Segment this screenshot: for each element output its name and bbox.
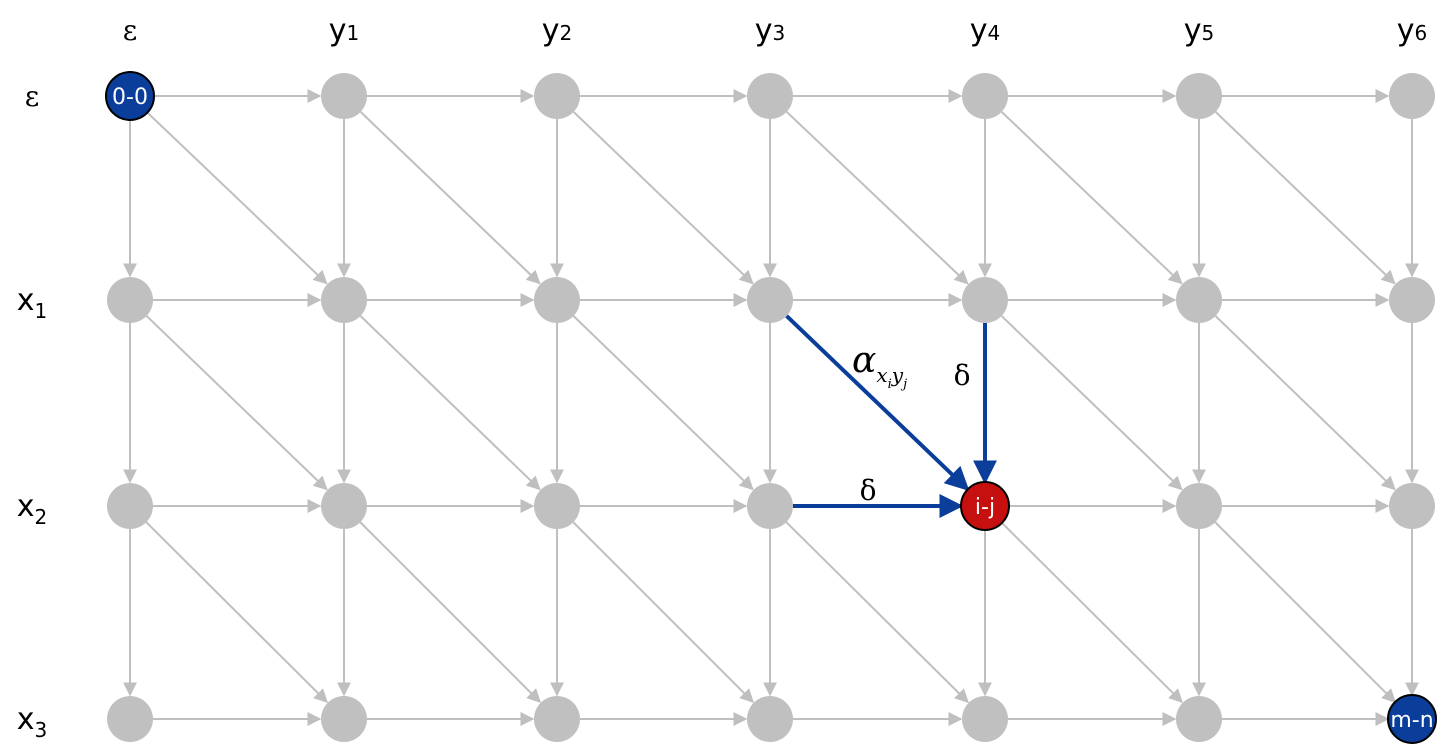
edge-arrow [1000, 111, 1183, 285]
grid-node [321, 277, 367, 323]
edge-arrow [785, 314, 970, 492]
grid-nodes: 0-0 i-j m-n [105, 71, 1437, 744]
grid-node [747, 277, 793, 323]
edge-arrow [572, 111, 754, 285]
grid-node [962, 73, 1008, 119]
edge-arrow [145, 315, 328, 491]
grid-edges [123, 89, 1419, 726]
grid-node [747, 73, 793, 119]
edge-arrow [359, 111, 541, 285]
column-labels: ε y1 y2 y3 y4 y5 y6 [123, 13, 1428, 48]
grid-node [1176, 73, 1222, 119]
column-label: y2 [542, 13, 573, 48]
column-label: y6 [1397, 13, 1428, 48]
edge-arrow [1214, 521, 1397, 704]
row-label: ε [25, 80, 40, 113]
edge-arrow [359, 521, 542, 704]
grid-node [1389, 73, 1435, 119]
edge-arrow [1214, 315, 1396, 491]
grid-node [747, 696, 793, 742]
grid-node [962, 696, 1008, 742]
highlighted-edges [785, 314, 997, 518]
grid-node [962, 277, 1008, 323]
edge-arrow [1000, 315, 1183, 491]
edge-weight-label: δ [954, 359, 971, 392]
grid-node [321, 73, 367, 119]
edge-arrow [359, 315, 541, 491]
grid-node [1176, 483, 1222, 529]
grid-node [1389, 483, 1435, 529]
grid-node [534, 277, 580, 323]
edge-arrow [145, 111, 328, 285]
special-node [960, 481, 1010, 531]
edge-arrow [785, 521, 969, 704]
column-label: y3 [755, 13, 786, 48]
node-label: i-j [975, 495, 995, 520]
column-label: y1 [329, 13, 360, 48]
grid-node [1176, 696, 1222, 742]
row-label: x3 [17, 702, 48, 742]
special-node [1387, 694, 1437, 744]
column-label: y5 [1184, 13, 1215, 48]
edge-arrow [572, 315, 754, 491]
grid-node [107, 483, 153, 529]
grid-node [107, 696, 153, 742]
node-label: 0-0 [112, 85, 148, 110]
grid-node [107, 277, 153, 323]
row-labels: ε x1 x2 x3 [17, 80, 48, 742]
grid-node [747, 483, 793, 529]
special-node [105, 71, 155, 121]
grid-node [321, 483, 367, 529]
grid-node [321, 696, 367, 742]
edge-arrow [785, 111, 969, 285]
edge-arrow [145, 521, 328, 704]
edge-arrow [1214, 111, 1396, 285]
row-label: x2 [17, 489, 48, 529]
grid-node [1389, 277, 1435, 323]
row-label: x1 [17, 283, 48, 323]
grid-node [534, 73, 580, 119]
grid-node [1176, 277, 1222, 323]
grid-node [534, 483, 580, 529]
node-label: m-n [1390, 708, 1433, 733]
edge-weight-label: δ [860, 474, 877, 507]
grid-node [534, 696, 580, 742]
edge-arrow [572, 521, 755, 704]
column-label: y4 [970, 13, 1001, 48]
edge-arrow [1000, 521, 1183, 704]
column-label: ε [123, 14, 138, 47]
